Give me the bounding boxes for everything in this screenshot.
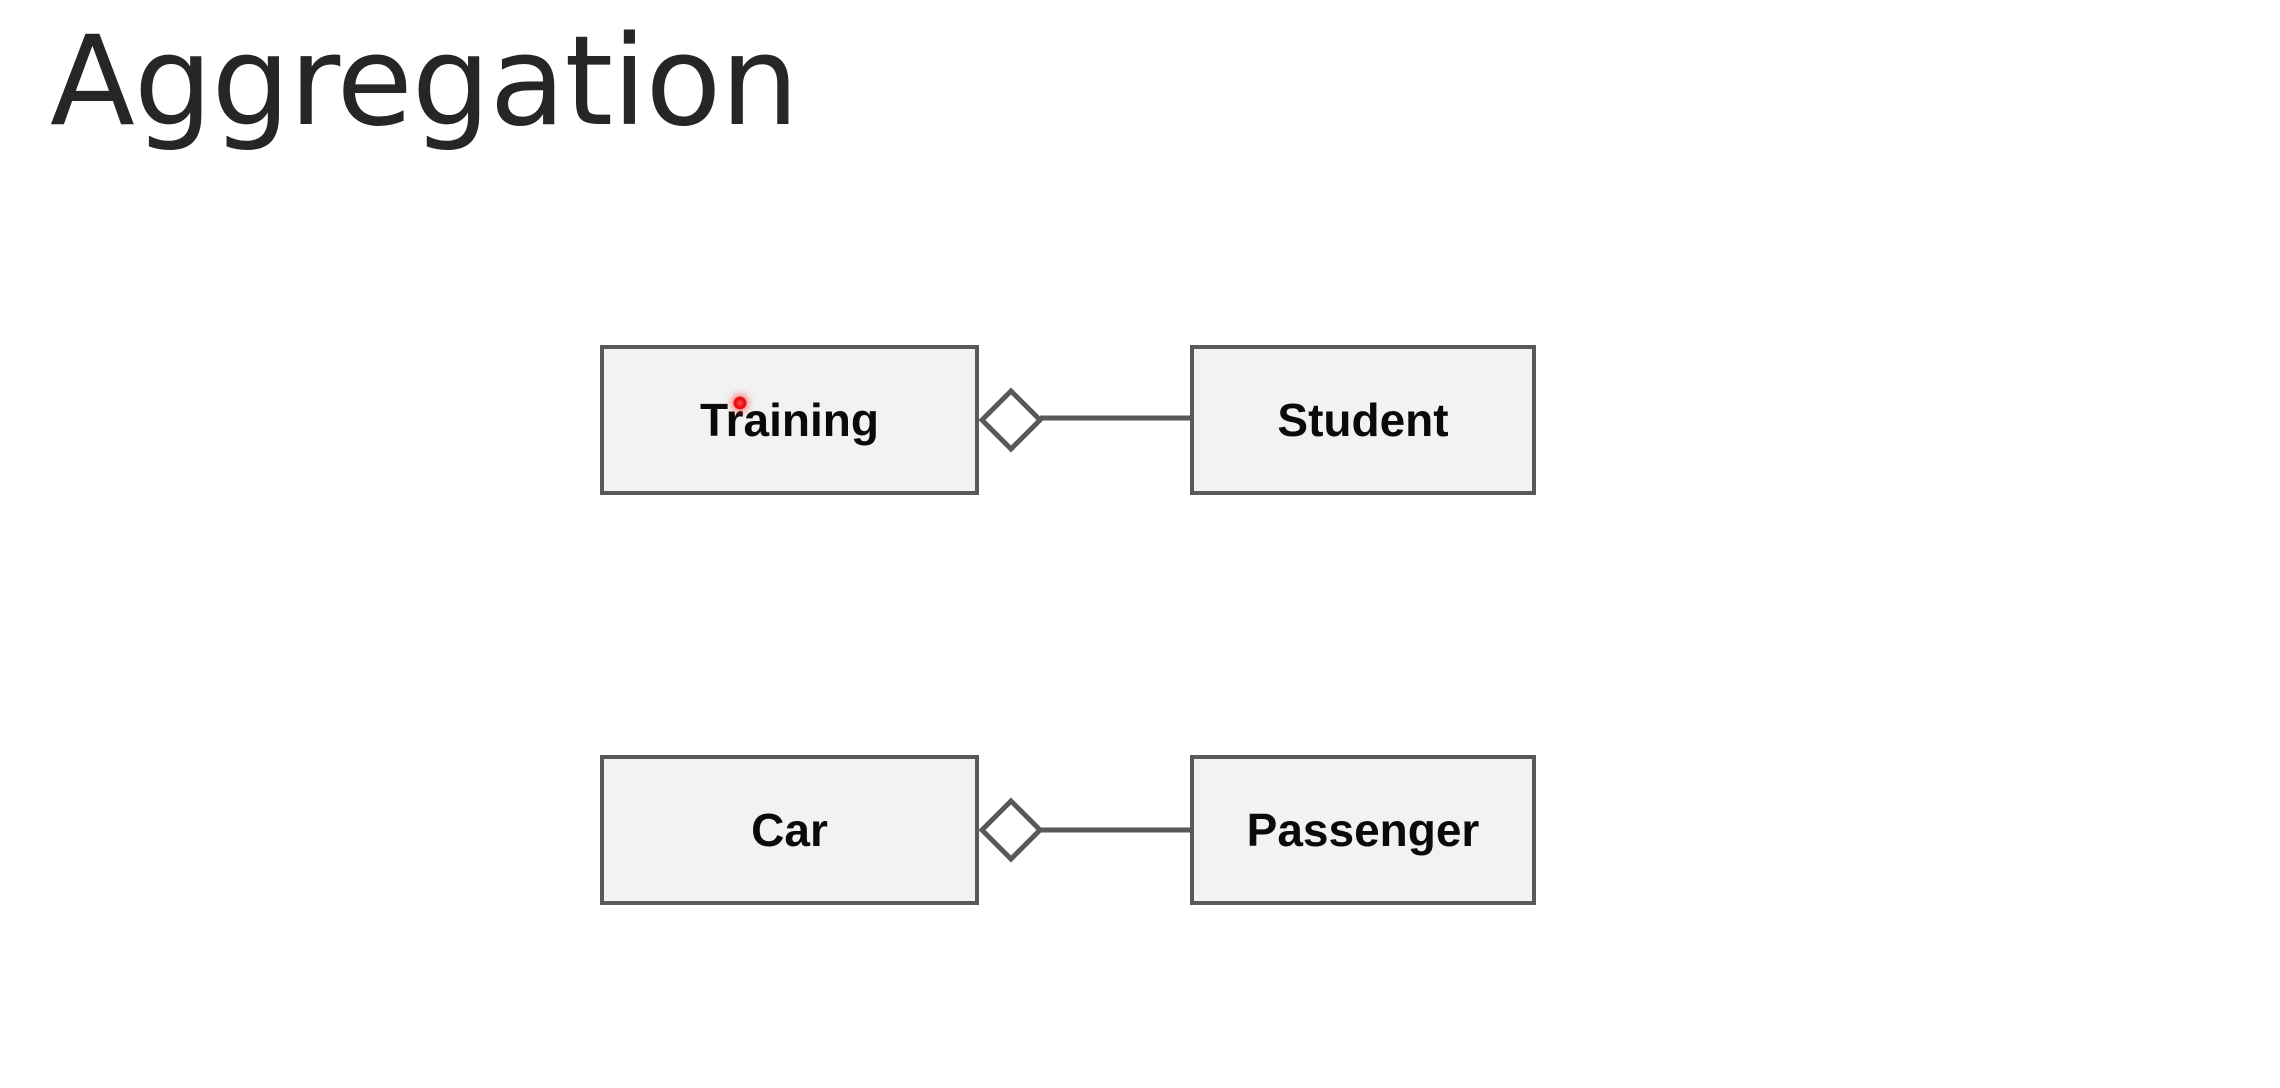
class-box-student: Student (1190, 345, 1536, 495)
aggregation-diamond-icon (978, 797, 1044, 863)
slide-title: Aggregation (50, 10, 799, 154)
class-box-car: Car (600, 755, 979, 905)
class-label-student: Student (1277, 394, 1449, 446)
class-box-passenger: Passenger (1190, 755, 1536, 905)
aggregation-diamond-icon (978, 387, 1044, 453)
class-label-car: Car (751, 804, 828, 856)
class-box-training: Training (600, 345, 979, 495)
aggregation-connector-training-student (978, 387, 1191, 453)
class-label-passenger: Passenger (1246, 804, 1480, 856)
class-label-training: Training (700, 394, 879, 446)
laser-pointer-icon (733, 396, 747, 410)
aggregation-connector-car-passenger (978, 797, 1191, 863)
